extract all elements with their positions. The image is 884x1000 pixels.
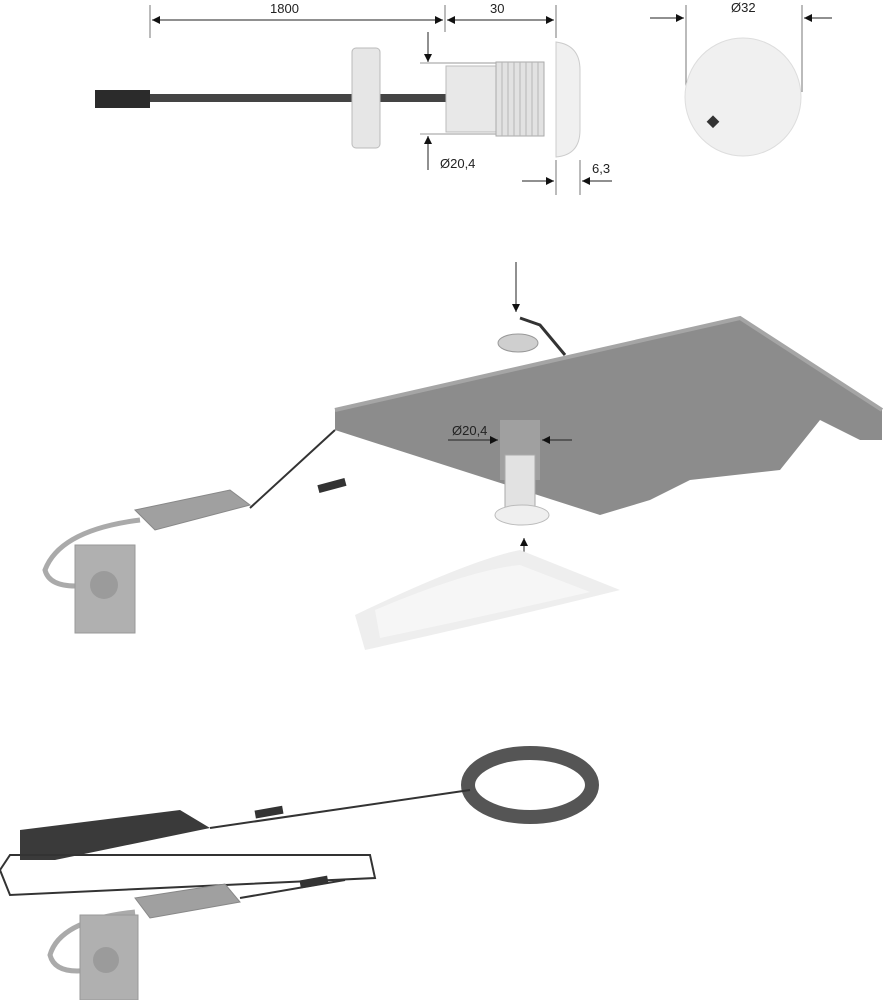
board-edge [334,315,884,412]
sensor-front-view: Ø32 [650,0,832,157]
cable [519,316,567,356]
cable [249,429,336,509]
socket-plug [93,947,119,973]
dimension-thickness: 6,3 [592,161,610,176]
led-ring-light [461,746,599,824]
driver-box [134,883,241,919]
detection-wave [375,565,590,638]
connector [254,805,284,819]
dimension-mount-hole: Ø20,4 [452,423,487,438]
cabinet-board [335,318,882,515]
cable [150,94,450,102]
connector [299,875,329,889]
lock-nut [351,47,381,149]
sensor-body [445,65,497,133]
dimension-1800: 1800 [270,1,299,16]
dark-driver [20,810,210,860]
thread-lines [501,62,539,136]
cable [209,789,471,829]
connector-plug [95,90,150,108]
sensor-head [555,41,581,158]
wire-loop [0,854,377,897]
connector [317,477,347,493]
installation-view: Ø20,4 [42,262,884,650]
dimension-head-diameter: Ø32 [731,0,756,15]
dimension-hole-diameter: Ø20,4 [440,156,475,171]
sensor-head-front [684,37,802,157]
dimension-30: 30 [490,1,504,16]
sensor-body [504,454,536,511]
sensor-side-view: 1800 30 Ø20,4 6,3 [95,1,612,195]
wiring-view [0,746,599,1000]
sensor-head [494,504,550,526]
socket-plug [90,571,118,599]
driver-box [133,489,252,531]
lock-nut [497,333,539,353]
power-cable [42,517,141,589]
